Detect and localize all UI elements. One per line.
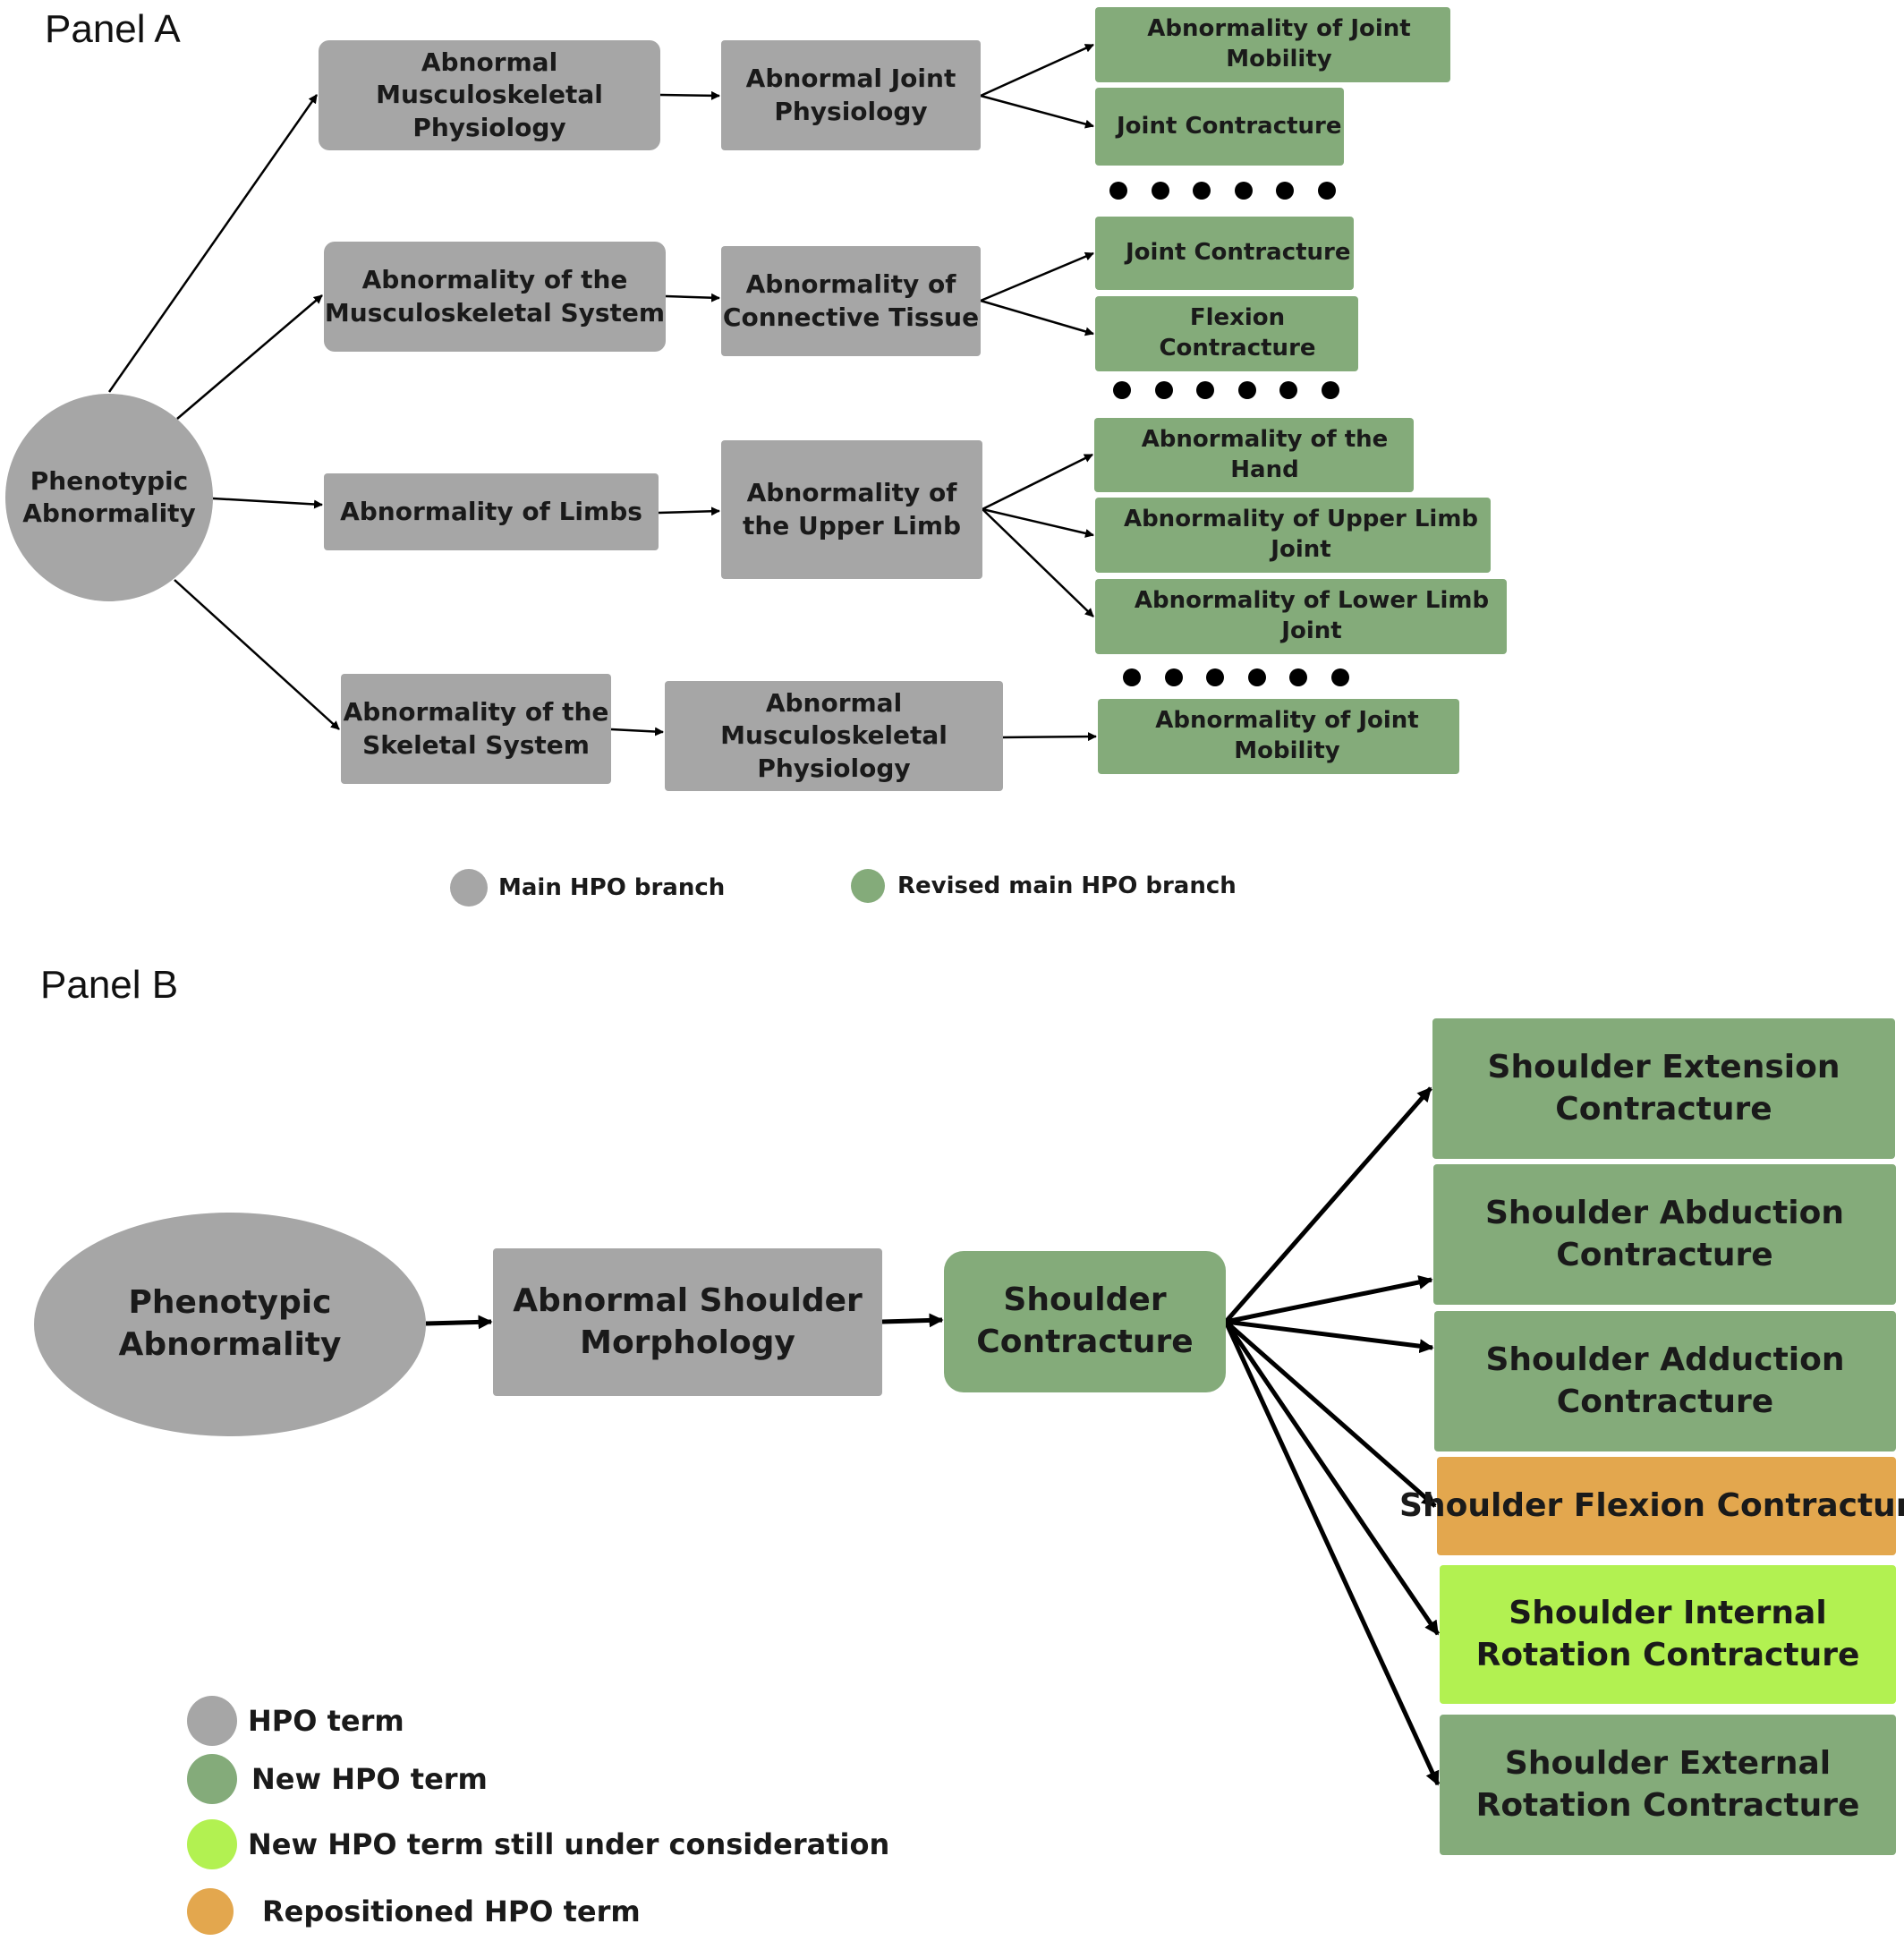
panel-a-leaf-5: Abnormality of the Hand <box>1094 418 1414 492</box>
panel-a-level1-node-2: Abnormality of the Musculoskeletal Syste… <box>324 242 666 352</box>
edge-b-2 <box>881 1313 944 1328</box>
legend-label-new-term: New HPO term <box>251 1762 488 1796</box>
panel-a-leaf-7: Abnormality of Lower Limb Joint <box>1095 579 1507 654</box>
panel-a-title: Panel A <box>45 7 181 51</box>
panel-b-root-node: Phenotypic Abnormality <box>34 1213 426 1436</box>
edge-a-12 <box>980 299 1094 336</box>
edge-a-4 <box>174 579 340 730</box>
panel-b-leaf-2: Shoulder Abduction Contracture <box>1433 1164 1896 1305</box>
panel-a-legend-main: Main HPO branch <box>450 869 725 907</box>
panel-b-level1-node: Abnormal Shoulder Morphology <box>493 1248 882 1396</box>
panel-a-leaf-2: Joint Contracture <box>1095 88 1344 166</box>
panel-a-level1-node-3: Abnormality of Limbs <box>324 473 659 550</box>
legend-swatch-gray-b <box>187 1696 237 1746</box>
edge-b-4 <box>1225 1275 1433 1324</box>
edge-a-5 <box>659 90 720 100</box>
panel-a-leaf-3: Joint Contracture <box>1095 217 1354 290</box>
panel-a-level2-node-2: Abnormality of Connective Tissue <box>721 246 981 356</box>
panel-b-title: Panel B <box>40 963 179 1007</box>
edge-b-5 <box>1225 1319 1434 1354</box>
legend-swatch-lime <box>187 1819 237 1869</box>
edge-a-7 <box>658 507 720 516</box>
panel-b-legend-repositioned: Repositioned HPO term <box>187 1888 641 1935</box>
panel-b-leaf-5: Shoulder Internal Rotation Contracture <box>1440 1565 1896 1704</box>
panel-b-leaf-1: Shoulder Extension Contracture <box>1432 1018 1895 1159</box>
legend-label-repositioned: Repositioned HPO term <box>262 1894 641 1928</box>
edge-a-13 <box>982 453 1093 511</box>
edge-a-16 <box>1002 732 1097 742</box>
panel-a-leaf-4: Flexion Contracture <box>1095 296 1358 371</box>
edge-a-8 <box>610 727 664 736</box>
edge-b-6 <box>1224 1320 1437 1508</box>
panel-b-leaf-4: Shoulder Flexion Contracture <box>1399 1457 1904 1555</box>
panel-a-root-node: Phenotypic Abnormality <box>5 394 213 601</box>
panel-b-legend-hpo-term: HPO term <box>187 1696 404 1746</box>
edge-a-10 <box>980 94 1094 129</box>
legend-swatch-orange <box>187 1888 234 1935</box>
edge-a-3 <box>212 497 323 509</box>
panel-b-level2-node: Shoulder Contracture <box>944 1251 1226 1392</box>
panel-a-leaf-8: Abnormality of Joint Mobility <box>1098 699 1459 774</box>
edge-b-3 <box>1224 1086 1432 1324</box>
edge-a-15 <box>982 508 1094 617</box>
legend-label-revised: Revised main HPO branch <box>897 873 1237 899</box>
edge-b-8 <box>1223 1320 1441 1786</box>
edge-a-11 <box>980 251 1094 302</box>
panel-a-level1-node-4: Abnormality of the Skeletal System <box>341 674 611 784</box>
legend-label-hpo-term: HPO term <box>248 1704 404 1738</box>
panel-b-legend-new-term: New HPO term <box>187 1754 488 1804</box>
legend-swatch-gray <box>450 869 488 907</box>
panel-a-level2-node-3: Abnormality of the Upper Limb <box>721 440 982 579</box>
panel-a-leaf-1: Abnormality of Joint Mobility <box>1095 7 1450 82</box>
legend-label-main: Main HPO branch <box>498 874 726 901</box>
edge-b-1 <box>425 1315 493 1330</box>
panel-a-level1-node-1: Abnormal Musculoskeletal Physiology <box>319 40 660 150</box>
edge-a-14 <box>982 507 1094 538</box>
edge-a-2 <box>176 294 323 420</box>
panel-b-leaf-6: Shoulder External Rotation Contracture <box>1440 1715 1896 1855</box>
panel-b-legend-under-consideration: New HPO term still under consideration <box>187 1819 889 1869</box>
panel-a-leaf-6: Abnormality of Upper Limb Joint <box>1095 498 1491 573</box>
legend-swatch-green-b <box>187 1754 237 1804</box>
legend-label-under-consideration: New HPO term still under consideration <box>248 1827 890 1861</box>
edge-a-9 <box>980 43 1094 98</box>
edge-a-1 <box>107 94 319 393</box>
legend-swatch-green <box>851 869 885 903</box>
panel-b-leaf-3: Shoulder Adduction Contracture <box>1434 1311 1896 1451</box>
edge-b-7 <box>1223 1320 1441 1636</box>
panel-a-legend-revised: Revised main HPO branch <box>851 869 1237 903</box>
panel-a-level2-node-4: Abnormal Musculoskeletal Physiology <box>665 681 1003 791</box>
edge-a-6 <box>665 293 720 302</box>
panel-a-level2-node-1: Abnormal Joint Physiology <box>721 40 981 150</box>
